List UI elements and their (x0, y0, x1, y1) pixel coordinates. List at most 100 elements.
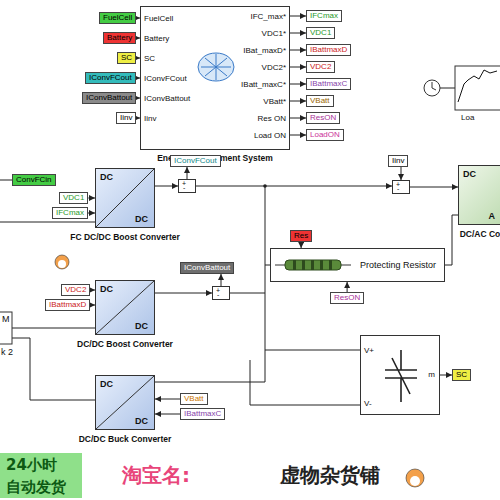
scope-block (455, 66, 500, 110)
clock-symbol (424, 80, 440, 96)
tag-label: IFCmax (310, 11, 338, 20)
signal-tag: Battery (103, 32, 136, 44)
signal-tag: ConvFCin (12, 174, 56, 186)
watermark-band (0, 452, 500, 500)
tag-label: LoadON (310, 130, 340, 139)
block-text: IConvBattout (144, 94, 190, 104)
signal-tag: IConvBattout (82, 92, 136, 104)
block-text: DC/DC Buck Converter (79, 434, 172, 444)
connector (290, 118, 306, 119)
block-text: VDC1* (262, 29, 286, 39)
block-label: M (2, 314, 10, 324)
ems-icon-ring (198, 53, 234, 81)
tag-label: IConvFCout (174, 156, 217, 165)
block-text: - (397, 185, 399, 192)
resistor-band (302, 260, 305, 270)
sum-block: +- (392, 180, 410, 194)
partial-block (0, 312, 12, 344)
inverter-block: DCADC/AC Co (458, 165, 500, 225)
block-text: DC (135, 416, 148, 426)
block-text: IBatt_maxC* (241, 80, 286, 90)
signal-tag: IFCmax (306, 10, 342, 22)
connector (410, 187, 458, 188)
signal-tag: IConvFCout (85, 72, 136, 84)
resistor-band (320, 260, 323, 270)
connector (155, 293, 212, 294)
connector (88, 198, 95, 199)
bus-wire (265, 186, 266, 382)
tag-label: SC (121, 53, 132, 62)
connector (196, 186, 392, 187)
tag-label: IBattmaxD (49, 300, 86, 309)
wire (155, 382, 265, 383)
converter-block: DCDCFC DC/DC Boost Converter (95, 168, 155, 228)
signal-tag: Iinv (116, 112, 136, 124)
block-text: V+ (364, 346, 374, 355)
connector (290, 33, 306, 34)
resistor-band (329, 260, 332, 270)
watermark-text: 24小时 自动发货 (0, 453, 82, 498)
signal-tag: Iinv (388, 155, 408, 167)
block-text: DC/AC Co (460, 229, 500, 239)
tag-label: IBattmaxD (310, 45, 347, 54)
tag-label: ConvFCin (16, 175, 52, 184)
resistor-block: Protecting Resistor (270, 248, 445, 282)
connector (290, 135, 306, 136)
block-text: DC/DC Boost Converter (77, 339, 173, 349)
connector (347, 282, 348, 292)
block-text: A (489, 211, 496, 221)
tag-label: VDC1 (310, 28, 331, 37)
connector (290, 101, 306, 102)
tag-label: IBattmaxC (184, 409, 221, 418)
wire (0, 180, 12, 181)
tag-label: VDC2 (65, 285, 86, 294)
signal-tag: SC (117, 52, 136, 64)
connector (290, 16, 306, 17)
block-text: DC (135, 214, 148, 224)
wire (265, 350, 360, 351)
connector (440, 375, 452, 376)
diagonal-line (96, 281, 154, 334)
block-text: FuelCell (144, 14, 173, 24)
diagonal-line (96, 376, 154, 429)
signal-tag: LoadON (306, 129, 344, 141)
connector (401, 167, 402, 180)
signal-tag: VDC2 (306, 61, 335, 73)
tag-label: ResON (334, 293, 360, 302)
sum-block: +- (212, 286, 230, 300)
tag-label: Iinv (120, 113, 132, 122)
supercapacitor-block: V+V-m (360, 335, 440, 415)
block-text: - (217, 291, 219, 298)
signal-tag: FuelCell (99, 12, 136, 24)
signal-tag: VDC2 (61, 284, 90, 296)
wire (12, 328, 95, 329)
mascot-face (410, 476, 420, 486)
block-text: Protecting Resistor (360, 260, 436, 270)
block-text: Battery (144, 34, 169, 44)
tag-label: VDC2 (310, 62, 331, 71)
block-text: DC (463, 169, 476, 179)
wire (250, 360, 360, 405)
wire (440, 88, 455, 89)
block-text: DC (135, 321, 148, 331)
signal-tag: IBattmaxC (180, 408, 225, 420)
tag-label: VBatt (310, 96, 330, 105)
signal-tag: VBatt (306, 95, 334, 107)
connector (290, 67, 306, 68)
connector (155, 414, 180, 415)
connector (155, 399, 180, 400)
block-text: m (428, 370, 435, 379)
block-label: Loa (461, 113, 474, 122)
watermark-text: 虚物杂货铺 (280, 462, 380, 489)
block-text: VBatt* (263, 97, 286, 107)
block-text: DC (100, 379, 113, 389)
block-text: - (183, 184, 185, 191)
connector (290, 84, 306, 85)
signal-tag: ResON (306, 112, 340, 124)
block-text: SC (144, 54, 155, 64)
signal-tag: SC (452, 369, 471, 381)
ems-icon-blades (201, 54, 231, 80)
converter-block: DCDCDC/DC Buck Converter (95, 375, 155, 430)
signal-tag: Res (290, 230, 312, 242)
